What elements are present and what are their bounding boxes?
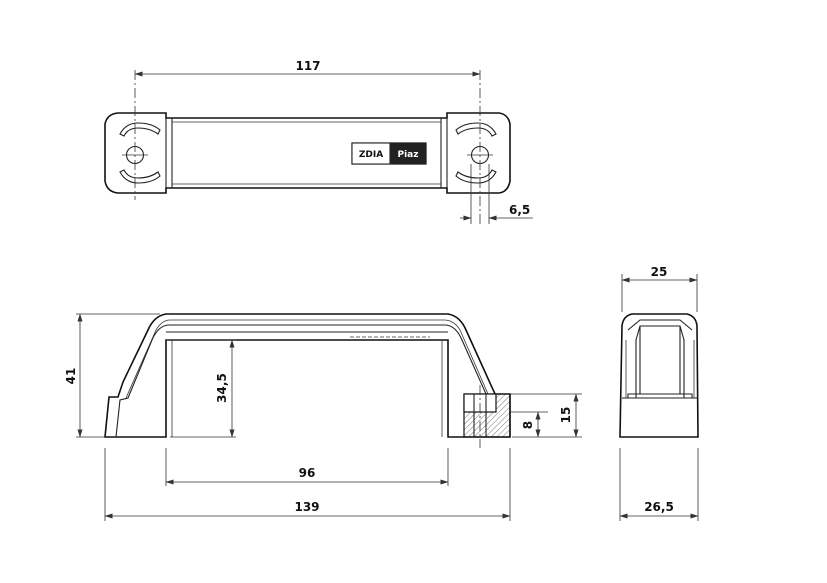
dim-side-top-width: 25 — [651, 265, 668, 279]
dim-inner-width: 96 — [299, 466, 316, 480]
dim-overall-length: 139 — [294, 500, 319, 514]
dim-boss-height: 15 — [559, 407, 573, 424]
dim-height: 41 — [64, 368, 78, 385]
brand-logo: ZDIA Piaz — [351, 142, 427, 165]
dim-side-base-width: 26,5 — [644, 500, 674, 514]
top-view: ZDIA Piaz 117 6,5 — [104, 59, 533, 225]
logo-text-right: Piaz — [398, 150, 419, 160]
dim-top-length: 117 — [295, 59, 320, 73]
dim-hole: 6,5 — [509, 203, 530, 217]
dim-thread: 8 — [521, 421, 535, 429]
side-view: 25 26,5 — [619, 265, 699, 521]
dim-inner-height: 34,5 — [215, 373, 229, 403]
front-view: 41 34,5 15 8 96 139 — [64, 313, 582, 521]
logo-text-left: ZDIA — [359, 150, 383, 160]
